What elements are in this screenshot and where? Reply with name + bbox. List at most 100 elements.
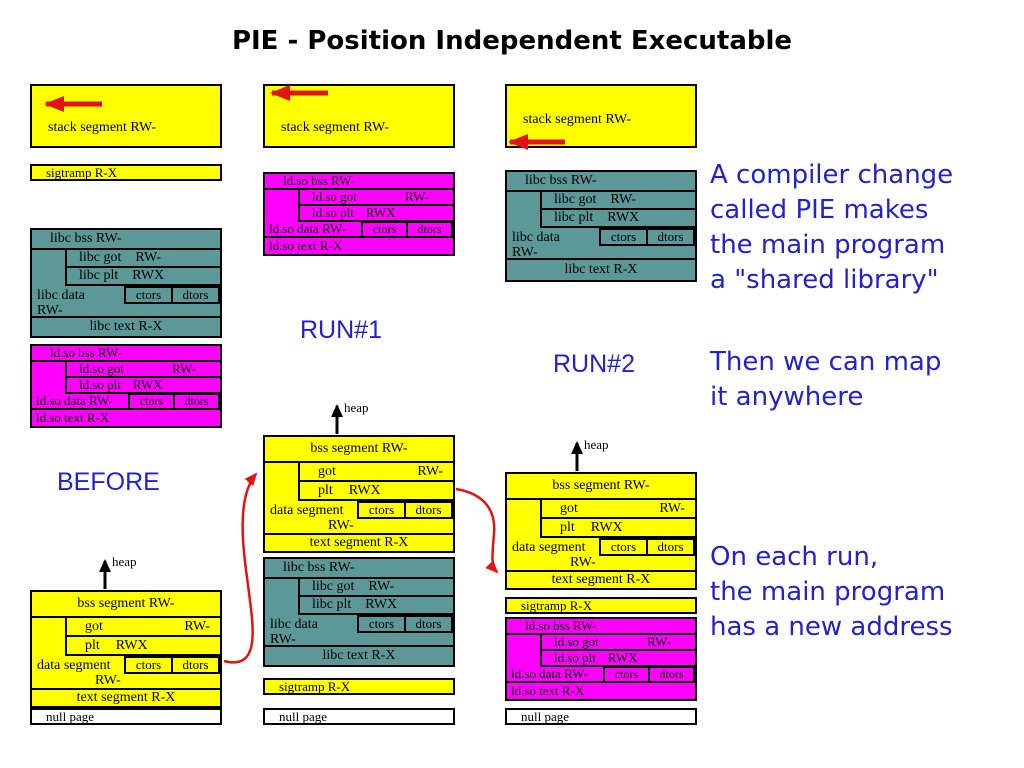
ldso-text-label: ld.so text R-X bbox=[511, 683, 585, 698]
dtors-box: dtors bbox=[648, 666, 695, 683]
data-segment-line2: RW- bbox=[95, 673, 121, 688]
heap-label: heap bbox=[344, 400, 369, 415]
annotation-map-anywhere: Then we can map it anywhere bbox=[710, 345, 941, 415]
libc-plt-label: libc plt bbox=[79, 268, 119, 283]
ldso-data-row: ld.so data RW- bbox=[32, 393, 220, 410]
dtors-box: dtors bbox=[406, 221, 453, 238]
data-segment-line1: data segment bbox=[37, 658, 111, 673]
sigtramp-label: sigtramp R-X bbox=[521, 597, 593, 613]
text-segment-row: text segment R-X bbox=[32, 688, 220, 706]
null-page-bar-run1: null page bbox=[263, 708, 455, 725]
stack-segment-label: stack segment RW- bbox=[523, 112, 632, 127]
ctors-box: ctors bbox=[603, 666, 650, 683]
ldso-plt-label: ld.so plt bbox=[554, 650, 596, 665]
libc-bss-row: libc bss RW- bbox=[32, 230, 220, 250]
libc-got-label: libc got bbox=[554, 192, 597, 207]
ldso-bss-label: ld.so bss RW- bbox=[50, 345, 122, 360]
dtors-box: dtors bbox=[404, 501, 453, 519]
got-label: got bbox=[85, 618, 103, 634]
libc-bss-row: libc bss RW- bbox=[507, 172, 695, 192]
libc-bss-label: libc bss RW- bbox=[283, 560, 355, 575]
ldso-bss-row: ld.so bss RW- bbox=[32, 345, 220, 362]
libc-text-row: libc text R-X bbox=[32, 316, 220, 336]
ldso-text-label: ld.so text R-X bbox=[36, 410, 110, 425]
data-segment-line2: RW- bbox=[570, 555, 596, 570]
before-label: BEFORE bbox=[57, 468, 160, 496]
plt-label: plt bbox=[85, 637, 100, 653]
dtors-box: dtors bbox=[171, 286, 220, 304]
ctors-box: ctors bbox=[124, 286, 173, 304]
libc-data-line1: libc data bbox=[512, 230, 560, 245]
stack-segment-box-before: stack segment RW- bbox=[30, 84, 222, 148]
dtors-box: dtors bbox=[173, 393, 220, 410]
got-label: got bbox=[560, 500, 578, 516]
ldso-got-perm: RW- bbox=[647, 634, 671, 649]
plt-perm: RWX bbox=[348, 482, 381, 498]
stack-segment-box-run2: stack segment RW- bbox=[505, 84, 697, 148]
ctors-box: ctors bbox=[124, 656, 173, 674]
ldso-got-label: ld.so got bbox=[79, 361, 124, 376]
run1-label: RUN#1 bbox=[300, 316, 382, 344]
got-perm: RW- bbox=[417, 463, 443, 479]
libc-data-line2: RW- bbox=[512, 245, 538, 260]
sigtramp-bar-before: sigtramp R-X bbox=[30, 164, 222, 181]
ctors-box: ctors bbox=[357, 615, 406, 633]
annotation-line: a "shared library" bbox=[710, 265, 939, 295]
got-perm: RW- bbox=[184, 618, 210, 634]
ldso-plt-perm: RWX bbox=[365, 205, 396, 220]
libc-text-label: libc text R-X bbox=[89, 319, 163, 334]
libc-text-label: libc text R-X bbox=[322, 648, 396, 663]
text-segment-row: text segment R-X bbox=[265, 533, 453, 551]
libc-got-perm: RW- bbox=[368, 579, 395, 594]
libc-plt-label: libc plt bbox=[554, 210, 594, 225]
null-page-label: null page bbox=[279, 708, 328, 724]
libc-text-row: libc text R-X bbox=[507, 258, 695, 280]
annotation-line: called PIE makes bbox=[710, 195, 929, 225]
heap-label: heap bbox=[584, 437, 609, 452]
libc-got-perm: RW- bbox=[610, 192, 637, 207]
bss-segment-label: bss segment RW- bbox=[552, 478, 650, 493]
libc-bss-label: libc bss RW- bbox=[50, 231, 122, 246]
got-row: got RW- bbox=[65, 618, 220, 637]
libc-got-row: libc got RW- bbox=[540, 192, 695, 210]
ldso-plt-perm: RWX bbox=[132, 377, 163, 392]
ctors-box: ctors bbox=[361, 221, 408, 238]
dtors-box: dtors bbox=[646, 538, 695, 556]
text-segment-label: text segment R-X bbox=[76, 690, 176, 705]
mapping-arrow-before-to-run1 bbox=[223, 472, 258, 664]
run2-label: RUN#2 bbox=[553, 350, 635, 378]
annotation-line: Then we can map bbox=[710, 347, 942, 377]
libc-bss-row: libc bss RW- bbox=[265, 559, 453, 579]
libc-data-line1: libc data bbox=[37, 288, 85, 303]
data-segment-line1: data segment bbox=[512, 540, 586, 555]
ctors-box: ctors bbox=[357, 501, 406, 519]
